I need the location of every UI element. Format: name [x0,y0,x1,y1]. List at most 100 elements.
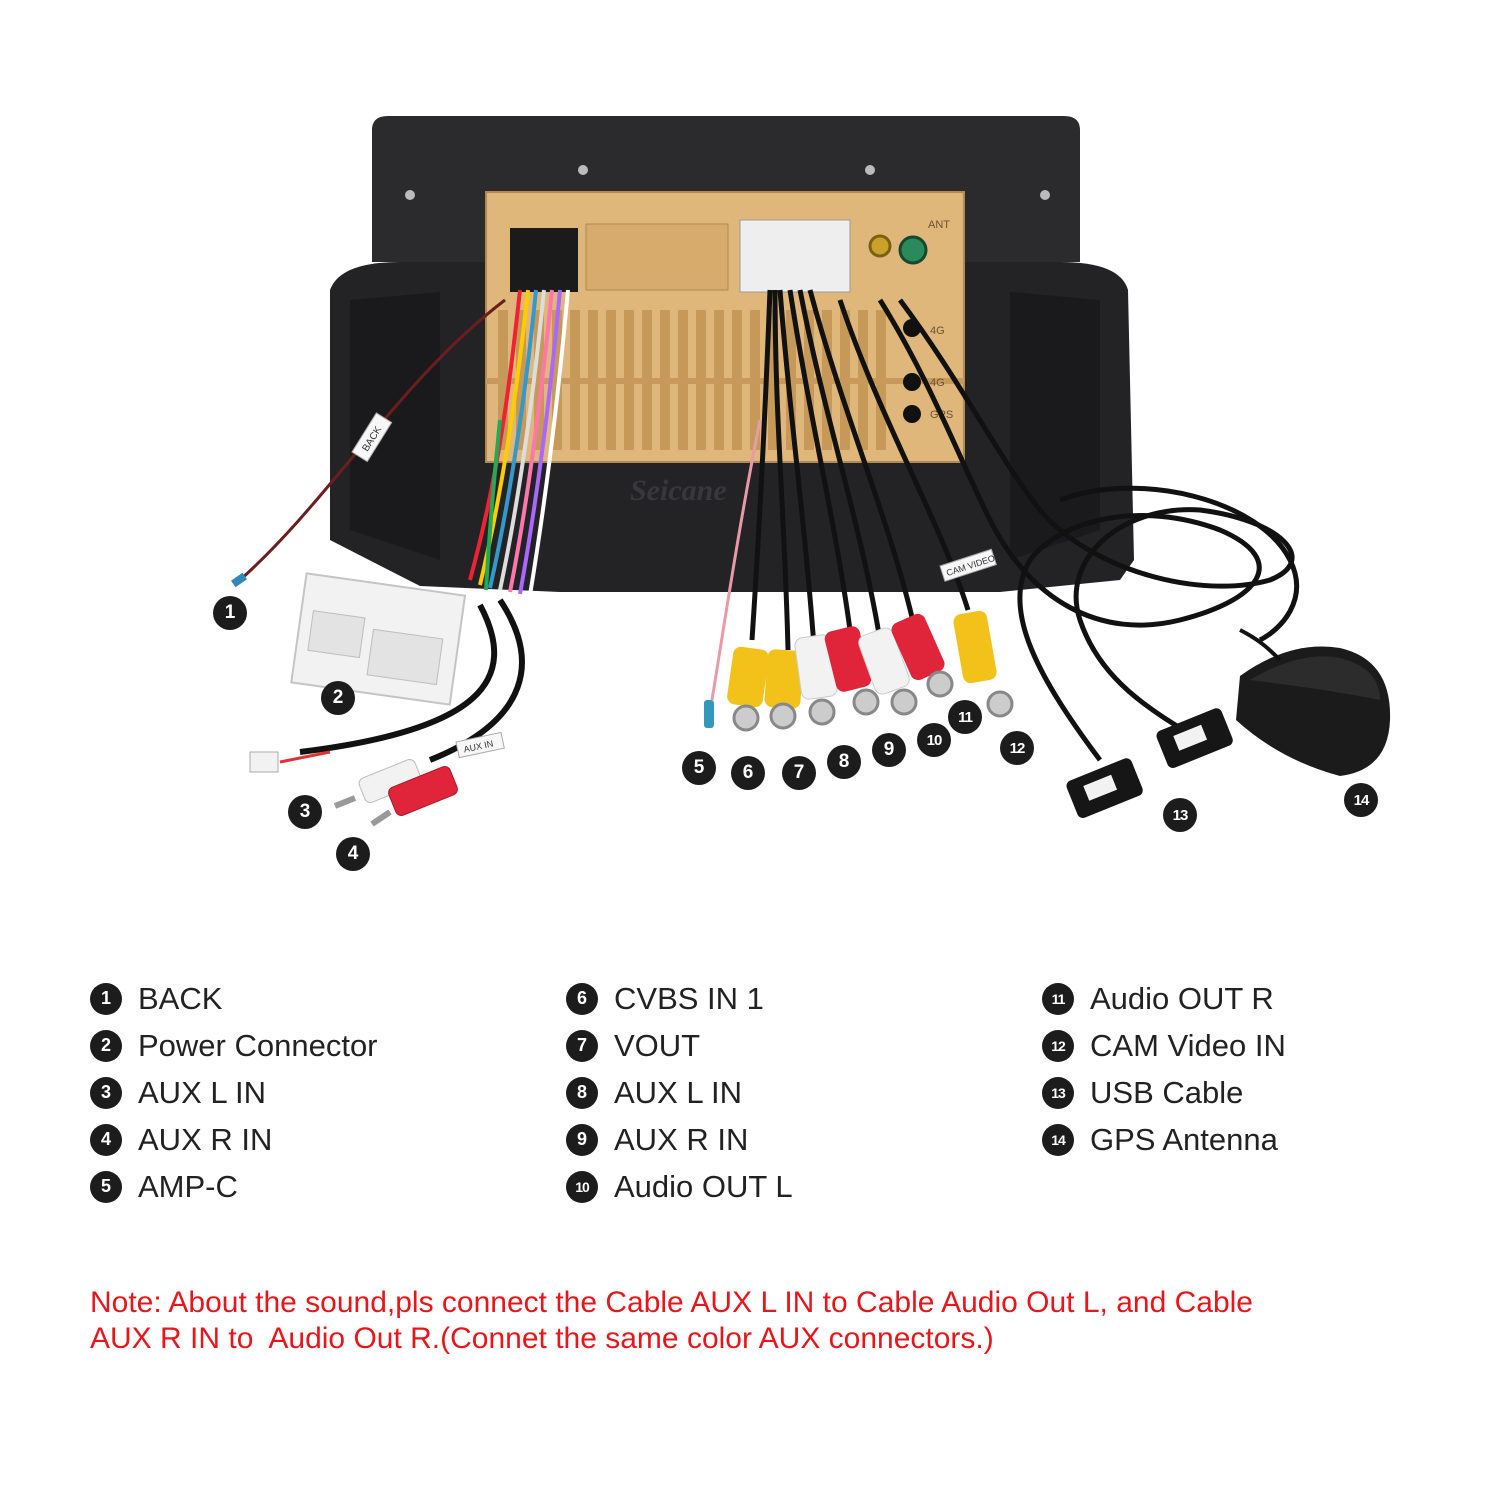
legend-item: 9 AUX R IN [566,1116,1016,1163]
legend-label: AUX R IN [614,1121,749,1157]
rca-cam-video-in-plug [953,610,1014,718]
usb-cable-coil [877,298,1299,762]
amp-wire-tip [704,700,714,728]
legend: 1 BACK 2 Power Connector 3 AUX L IN 4 AU… [90,975,1430,1235]
legend-item: 6 CVBS IN 1 [566,975,1016,1022]
legend-item: 4 AUX R IN [90,1116,540,1163]
sound-note: Note: About the sound,pls connect the Ca… [90,1285,1420,1357]
power-connector-plug [290,572,467,706]
legend-number: 13 [1042,1076,1074,1109]
legend-item: 5 AMP-C [90,1163,540,1210]
callout-12: 12 [1000,731,1034,765]
antenna-socket-icon [868,234,892,258]
callout-9: 9 [872,733,906,767]
gsm-socket-icon [898,235,928,265]
legend-column-1: 1 BACK 2 Power Connector 3 AUX L IN 4 AU… [90,975,540,1210]
panel-label-4g: 4G [930,377,945,389]
legend-label: AUX L IN [138,1074,267,1110]
frame-left-bracket [350,292,440,560]
aux-in-right-plug [370,766,458,827]
screw-icon [405,190,415,200]
note-line-2: AUX R IN to Audio Out R.(Connet the same… [90,1322,994,1355]
legend-item: 7 VOUT [566,1022,1016,1069]
callout-13: 13 [1163,798,1197,832]
head-unit-illustration: ANT 4G 4G GPS Seicane BACK [230,116,1391,827]
rca-audio-out-l-plug [858,627,918,716]
legend-label: BACK [138,980,223,1016]
usb-plug-b [1156,708,1233,768]
usb-plug-a [1066,758,1143,818]
legend-item: 3 AUX L IN [90,1069,540,1116]
rca-cvbs-in-plug [727,646,769,732]
callout-2: 2 [321,681,355,715]
legend-number: 2 [90,1029,122,1062]
panel-label-4g: 4G [930,325,945,337]
product-photo: ANT 4G 4G GPS Seicane BACK [213,116,1391,871]
frame-right-bracket [1010,292,1100,560]
chassis-rib [486,378,964,384]
screw-icon [578,165,588,175]
aux-tag: AUX IN [455,731,505,759]
legend-label: GPS Antenna [1090,1121,1278,1157]
legend-item: 13 USB Cable [1042,1069,1492,1116]
legend-number: 14 [1042,1123,1074,1156]
legend-label: CVBS IN 1 [614,980,764,1016]
legend-item: 1 BACK [90,975,540,1022]
callout-14: 14 [1344,783,1378,817]
callout-1: 1 [213,596,247,630]
legend-label: USB Cable [1090,1074,1244,1110]
callout-8: 8 [827,745,861,779]
legend-number: 4 [90,1123,122,1156]
screw-icon [865,165,875,175]
screw-icon [1040,190,1050,200]
callout-4: 4 [336,837,370,871]
legend-label: Audio OUT R [1090,980,1274,1016]
legend-label: AMP-C [138,1168,238,1204]
legend-number: 11 [1042,982,1074,1015]
back-wire-tip [230,572,248,588]
watermark: Seicane [630,474,727,507]
legend-item: 2 Power Connector [90,1022,540,1069]
legend-label: Power Connector [138,1027,378,1063]
legend-number: 6 [566,982,598,1015]
callout-11: 11 [948,700,982,734]
rca-audio-out-r-plug [891,613,954,698]
legend-label: CAM Video IN [1090,1027,1286,1063]
legend-number: 3 [90,1076,122,1109]
rca-aux-l-in-plug [794,634,838,726]
legend-item: 8 AUX L IN [566,1069,1016,1116]
callout-5: 5 [682,751,716,785]
small-plug [249,751,279,773]
rca-vout-plug [764,649,804,730]
legend-item: 12 CAM Video IN [1042,1022,1492,1069]
legend-column-3: 11 Audio OUT R 12 CAM Video IN 13 USB Ca… [1042,975,1492,1163]
legend-item: 14 GPS Antenna [1042,1116,1492,1163]
legend-number: 12 [1042,1029,1074,1062]
chassis-plate [585,223,729,291]
legend-number: 8 [566,1076,598,1109]
callout-7: 7 [782,756,816,790]
callout-10: 10 [917,723,951,757]
note-line-1: Note: About the sound,pls connect the Ca… [90,1286,1253,1319]
callout-3: 3 [288,795,322,829]
legend-label: AUX R IN [138,1121,273,1157]
power-socket [510,228,578,292]
fourg-socket-b [903,373,921,391]
legend-item: 10 Audio OUT L [566,1163,1016,1210]
legend-label: VOUT [614,1027,701,1063]
legend-number: 10 [566,1170,598,1203]
legend-label: Audio OUT L [614,1168,793,1204]
legend-number: 5 [90,1170,122,1203]
legend-item: 11 Audio OUT R [1042,975,1492,1022]
small-plug-wire [279,750,331,764]
power-harness-wires [239,289,570,596]
panel-label-ant: ANT [928,219,950,231]
amp-wire [710,419,762,701]
callout-6: 6 [731,756,765,790]
gps-antenna-puck [1236,628,1391,776]
legend-label: AUX L IN [614,1074,743,1110]
legend-number: 9 [566,1123,598,1156]
legend-number: 7 [566,1029,598,1062]
legend-column-2: 6 CVBS IN 1 7 VOUT 8 AUX L IN 9 AUX R IN… [566,975,1016,1210]
harness-socket [739,219,851,293]
